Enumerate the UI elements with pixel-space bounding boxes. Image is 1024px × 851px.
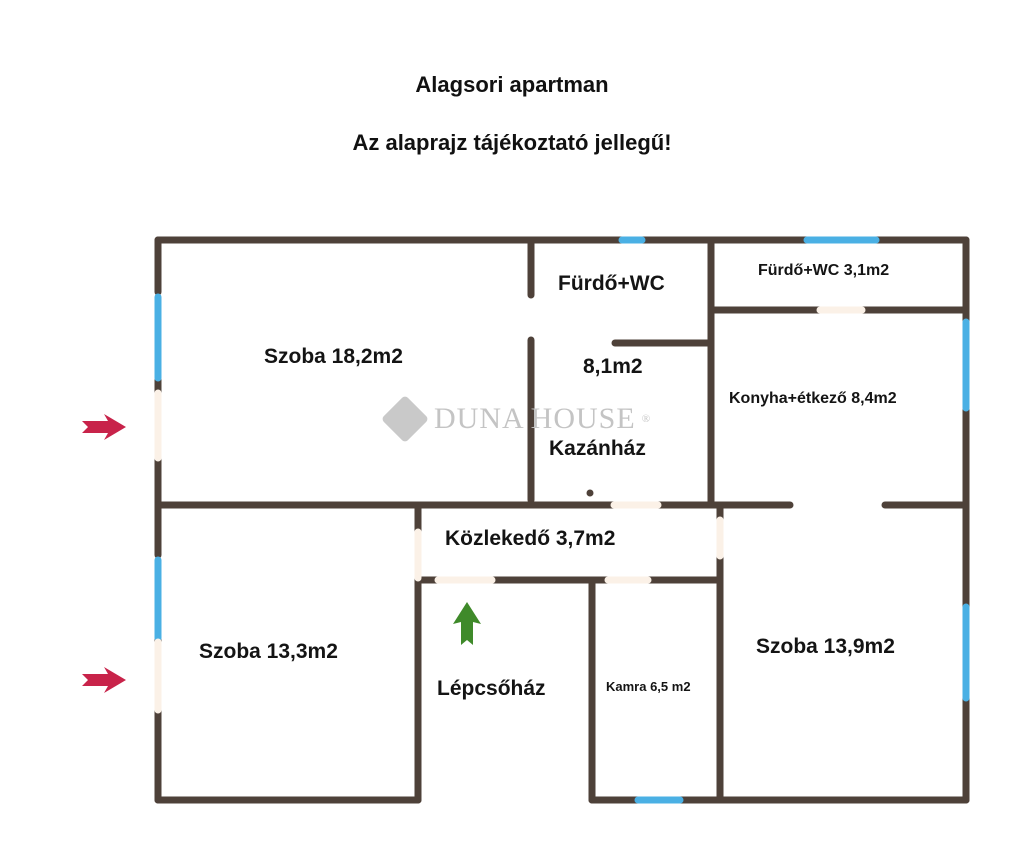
room-label-kozlekedo: Közlekedő 3,7m2 xyxy=(445,527,616,550)
room-label-furdo-wc-2: Fürdő+WC 3,1m2 xyxy=(758,262,890,279)
room-label-lepcsohaz: Lépcsőház xyxy=(437,677,546,700)
watermark-brand-first: DUNA xyxy=(434,402,525,435)
room-label-kamra: Kamra 6,5 m2 xyxy=(606,679,691,694)
plan-disclaimer: Az alaprajz tájékoztató jellegű! xyxy=(352,130,672,155)
room-label-konyha: Konyha+étkező 8,4m2 xyxy=(729,390,897,407)
boiler-marker xyxy=(586,489,594,497)
room-label-kazanhaz: Kazánház xyxy=(549,437,646,460)
room-label-szoba-13-9: Szoba 13,9m2 xyxy=(756,635,895,658)
red-arrow-icon xyxy=(82,414,126,440)
room-label-furdo-wc: Fürdő+WC xyxy=(558,272,665,295)
registered-mark: ® xyxy=(641,413,652,425)
watermark: DUNA HOUSE ® xyxy=(380,394,652,444)
diamond-wave-logo-icon xyxy=(380,394,430,444)
room-label-furdo-area: 8,1m2 xyxy=(583,355,643,378)
red-arrow-icon xyxy=(82,667,126,693)
room-label-szoba-13-3: Szoba 13,3m2 xyxy=(199,640,338,663)
room-label-szoba-18: Szoba 18,2m2 xyxy=(264,345,403,368)
green-up-arrow-icon xyxy=(453,602,481,645)
watermark-brand-second: HOUSE xyxy=(530,402,636,435)
plan-title: Alagsori apartman xyxy=(415,72,609,97)
